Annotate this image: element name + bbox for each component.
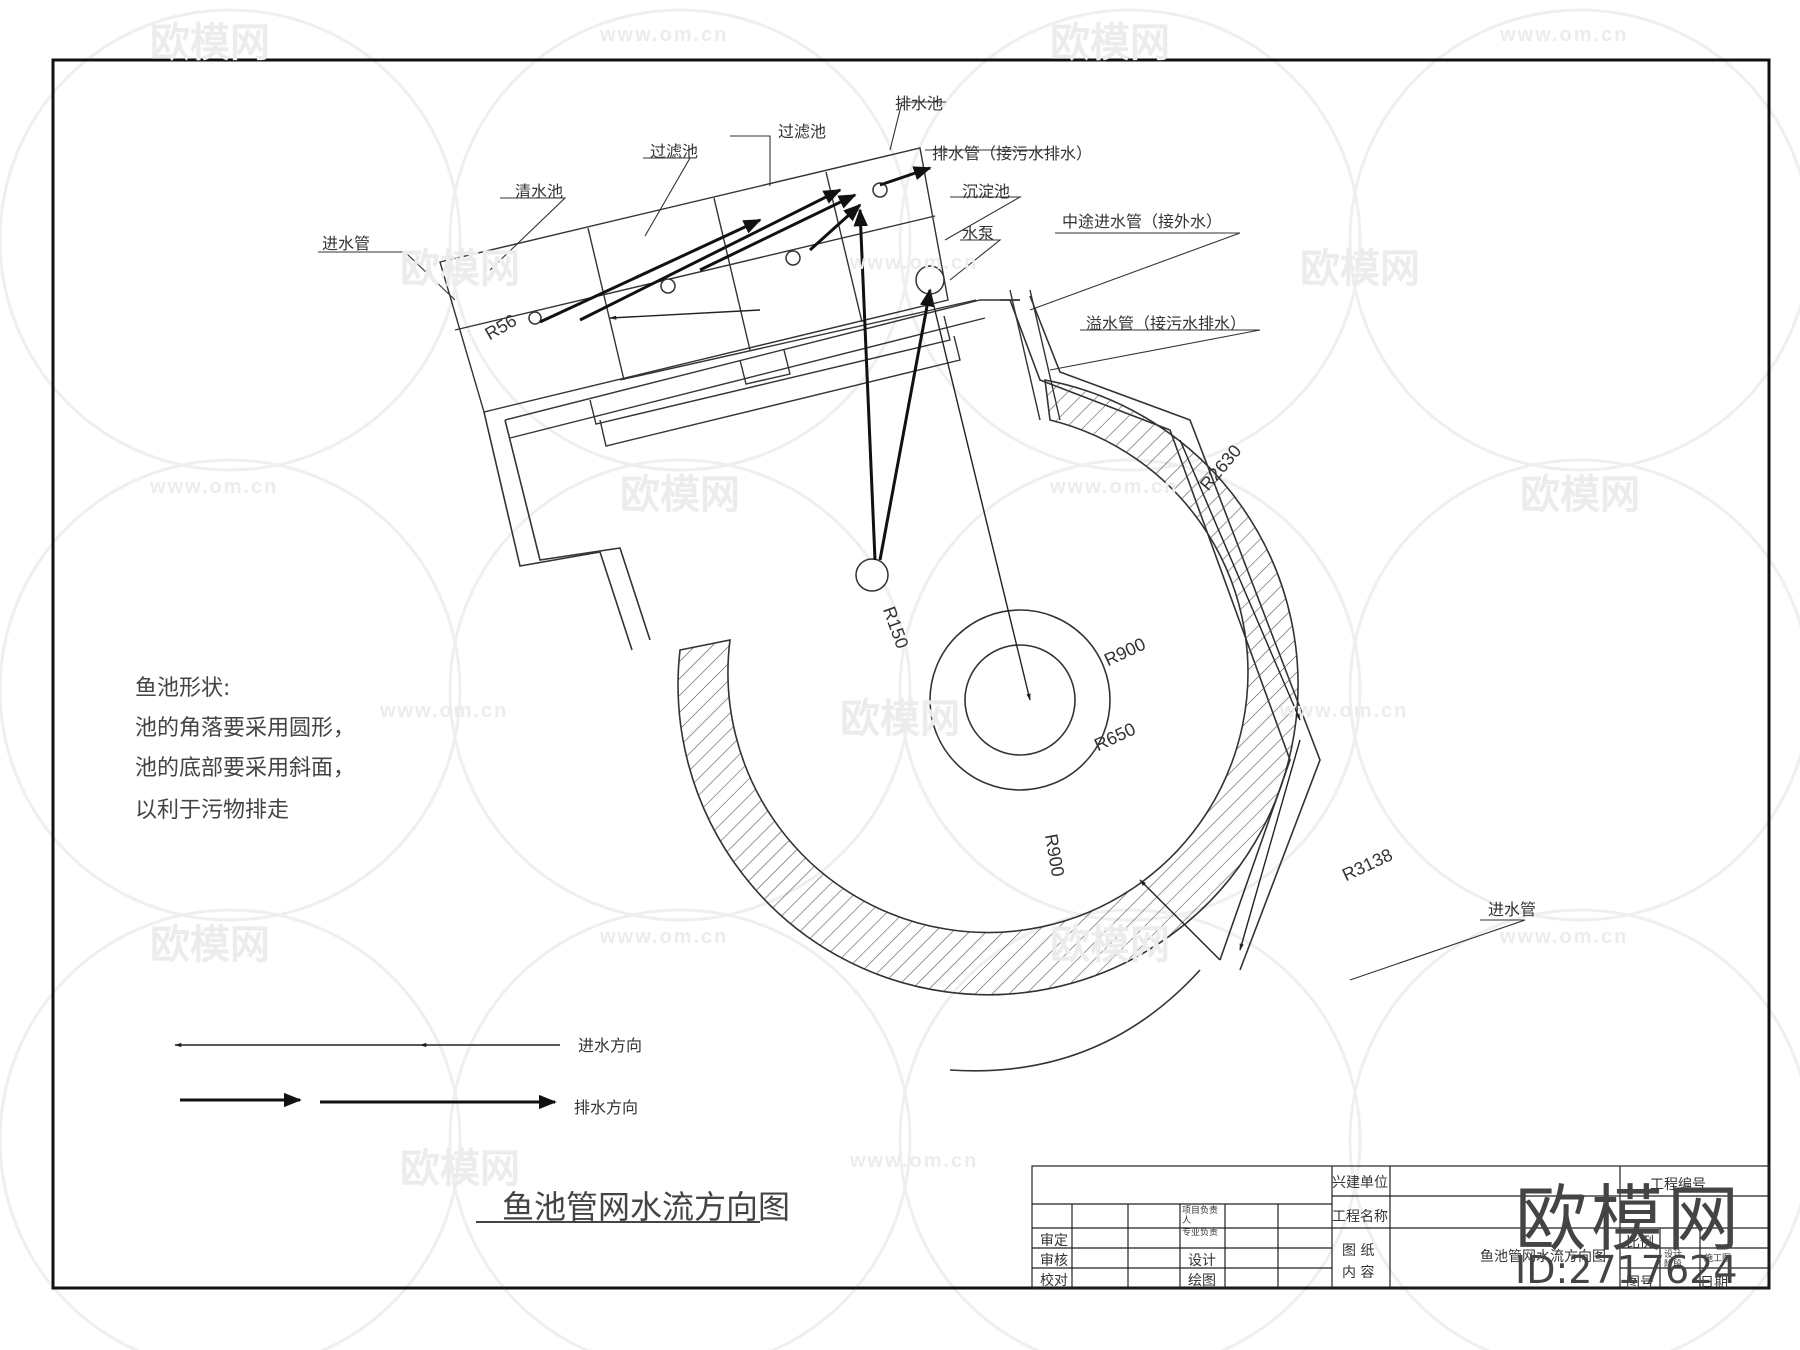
label-clean-pool: 清水池 <box>515 182 564 201</box>
tb-approve: 审定 <box>1040 1233 1068 1249</box>
tb-project: 工程名称 <box>1332 1209 1388 1225</box>
label-pump: 水泵 <box>962 224 995 243</box>
tb-content-value: 鱼池管网水流方向图 <box>1480 1249 1606 1265</box>
tb-review: 审核 <box>1040 1253 1068 1269</box>
brand-id: ID:2717624 <box>1515 1248 1738 1292</box>
label-overflow-pipe: 溢水管（接污水排水） <box>1086 314 1247 333</box>
tb-scale: 比例 <box>1626 1235 1654 1251</box>
leader-lines <box>318 101 1526 981</box>
legend-inflow-label: 进水方向 <box>578 1036 643 1055</box>
label-filter-pool-2: 过滤池 <box>778 122 827 141</box>
tb-stage-2: 阶段 <box>1664 1260 1683 1270</box>
note-line-4: 以利于污物排走 <box>135 798 290 823</box>
sheet-border <box>51 58 1771 1290</box>
pipe-channels <box>504 289 1061 447</box>
brand-logo-text: 欧模网 <box>1515 1177 1744 1261</box>
note-line-1: 鱼池形状: <box>135 676 231 701</box>
tb-content-1: 图 纸 <box>1342 1243 1375 1259</box>
label-inlet-pipe-top: 进水管 <box>322 234 371 253</box>
label-inlet-pipe-right: 进水管 <box>1488 900 1537 919</box>
title-block-grid <box>1031 1165 1770 1289</box>
legend-outflow-label: 排水方向 <box>574 1098 639 1117</box>
note-line-2: 池的角落要采用圆形， <box>135 716 356 741</box>
label-drain-pipe: 排水管（接污水排水） <box>932 144 1093 163</box>
tb-check: 校对 <box>1040 1273 1068 1289</box>
tb-drafting: 绘图 <box>1188 1273 1216 1289</box>
label-filter-pool-1: 过滤池 <box>650 142 699 161</box>
tb-sheet-no: 图号 <box>1626 1275 1654 1291</box>
tb-stage-1: 设计 <box>1664 1250 1683 1260</box>
tb-builder: 兴建单位 <box>1332 1175 1388 1191</box>
tb-col-a: 项目负责人 <box>1182 1206 1219 1226</box>
note-line-3: 池的底部要采用斜面， <box>135 756 356 781</box>
tb-stage-3: 施工图 <box>1704 1254 1732 1264</box>
tb-content-2: 内 容 <box>1342 1265 1375 1281</box>
legend-lines <box>174 1042 560 1110</box>
outlets <box>528 182 945 592</box>
pond-outline <box>483 295 1321 1072</box>
drawing-title: 鱼池管网水流方向图 <box>502 1188 791 1226</box>
label-mid-inlet-pipe: 中途进水管（接外水） <box>1062 212 1223 231</box>
watermark-arcs <box>0 8 1800 1350</box>
inflow-arrows <box>609 289 1301 961</box>
tb-design: 设计 <box>1188 1253 1216 1269</box>
label-drain-pool: 排水池 <box>895 94 944 113</box>
outflow-arrows <box>539 166 935 561</box>
tb-col-b: 专业负责 <box>1182 1228 1219 1238</box>
tb-project-no: 工程编号 <box>1650 1177 1706 1193</box>
center-circles <box>929 609 1111 791</box>
tb-date: 日期 <box>1700 1275 1728 1291</box>
pond-hatched-wall <box>677 379 1299 996</box>
label-settling-pool: 沉淀池 <box>962 182 1011 201</box>
